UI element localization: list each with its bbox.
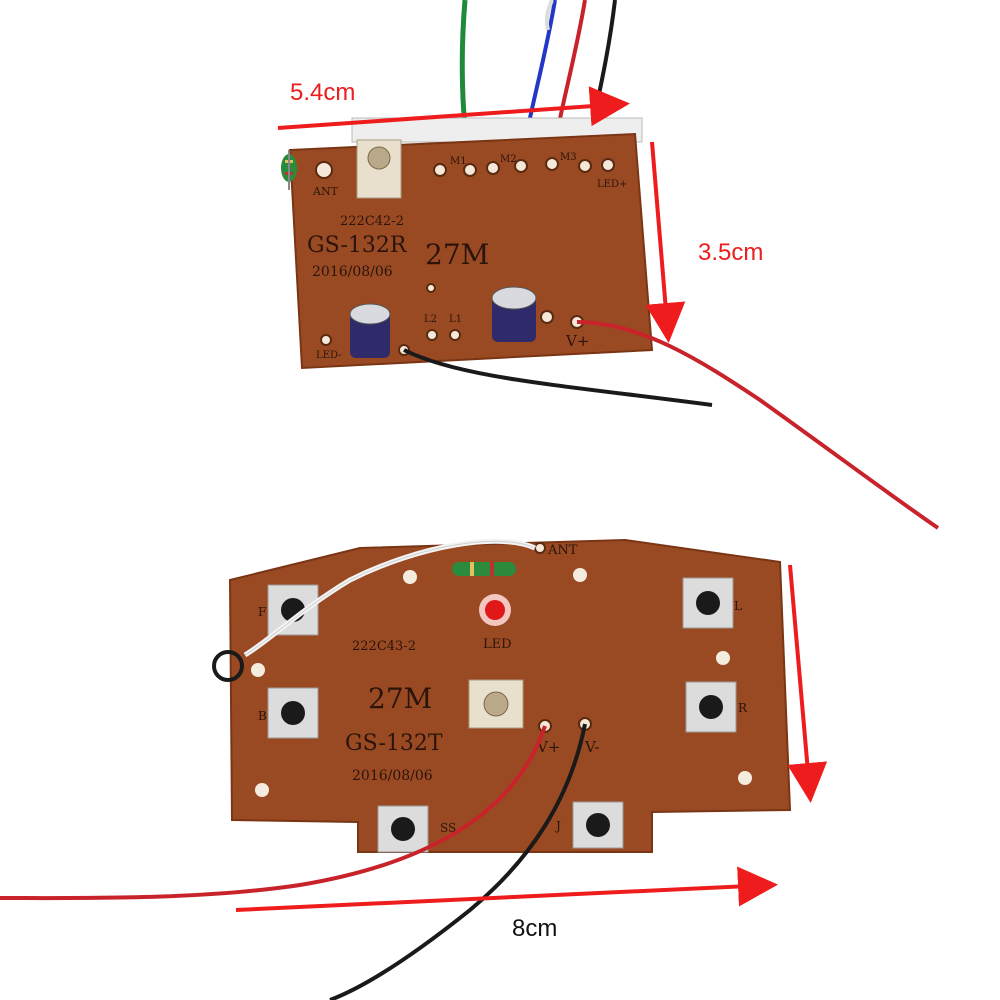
receiver-board: 222C42-2 GS-132R 27M 2016/08/06 ANT M1 M…: [281, 0, 940, 530]
red-led: [479, 594, 511, 626]
capacitor: [349, 303, 391, 358]
antenna-coil: [452, 562, 516, 576]
transmitter-height-arrow: [787, 564, 828, 803]
label-r: R: [738, 701, 748, 715]
button-ss: [377, 805, 429, 853]
trimmer-knob: [483, 691, 509, 717]
label-f: F: [258, 605, 266, 619]
button-j: [572, 801, 624, 849]
white-wire-top: [544, 0, 554, 31]
ant-pad: [534, 542, 546, 554]
label-b: B: [258, 709, 267, 723]
button-r: [685, 681, 737, 733]
receiver-black-wire: [403, 348, 713, 407]
receiver-height-label: 3.5cm: [698, 239, 763, 266]
receiver-model: GS-132R: [307, 233, 408, 258]
receiver-width-arrow: [277, 86, 630, 130]
label-v-plus: V+: [565, 332, 589, 350]
label-l2: L2: [424, 314, 437, 325]
button-f: [267, 584, 319, 636]
receiver-height-arrow: [645, 141, 686, 343]
receiver-frequency: 27M: [425, 238, 489, 271]
label-l: L: [734, 599, 742, 613]
solder-pads: [315, 157, 615, 356]
transmitter-part-number: 222C43-2: [352, 639, 416, 654]
transmitter-width-label: 8cm: [512, 915, 557, 942]
transmitter-led-label: LED: [483, 637, 512, 652]
receiver-width-label: 5.4cm: [290, 79, 355, 106]
label-led-plus: LED+: [597, 179, 627, 190]
wire-loop: [212, 650, 244, 682]
label-v-plus: V+: [536, 738, 560, 756]
label-v-minus: V-: [584, 738, 600, 756]
receiver-part-number: 222C42-2: [340, 214, 404, 229]
label-m3: M3: [560, 152, 577, 163]
label-m2: M2: [500, 154, 517, 165]
transmitter-red-wire: [0, 725, 547, 901]
mounting-holes: [251, 568, 752, 797]
label-l1: L1: [449, 314, 462, 325]
transmitter-frequency: 27M: [368, 682, 432, 715]
capacitor: [491, 286, 537, 342]
receiver-red-wire: [576, 320, 940, 530]
receiver-date: 2016/08/06: [312, 264, 393, 280]
trimmer-knob: [367, 146, 391, 170]
transmitter-board: ANT LED 222C43-2 27M GS-132T 2016/08/06 …: [0, 538, 792, 1000]
button-l: [682, 577, 734, 629]
label-ant: ANT: [312, 185, 339, 198]
button-b: [267, 687, 319, 739]
label-ss: SS: [440, 821, 456, 835]
antenna-coil: [281, 150, 297, 190]
transmitter-width-arrow: [235, 866, 778, 912]
transmitter-ant-label: ANT: [547, 543, 578, 558]
transmitter-model: GS-132T: [345, 731, 443, 756]
label-led-minus: LED-: [316, 350, 342, 361]
white-antenna-wire-outline: [244, 540, 536, 656]
transmitter-date: 2016/08/06: [352, 768, 433, 784]
transmitter-black-wire: [329, 723, 587, 1000]
label-j: J: [554, 819, 561, 833]
label-m1: M1: [450, 156, 467, 167]
